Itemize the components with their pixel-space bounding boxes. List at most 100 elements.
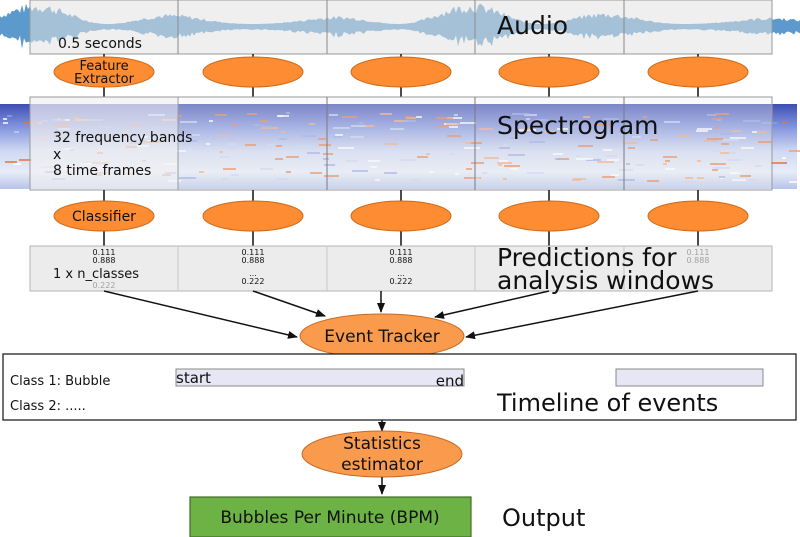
spectrogram-cell: [712, 150, 721, 152]
spectrogram-cell: [752, 131, 757, 133]
spectrogram-cell: [471, 142, 482, 144]
spectrogram-cell: [450, 153, 455, 155]
spectrogram-cell: [286, 171, 291, 173]
spectrogram-cell: [707, 138, 723, 140]
classifier-row: Classifier: [53, 190, 749, 246]
spectrogram-cell: [715, 130, 732, 132]
spectrogram-cell: [245, 144, 256, 146]
spectrogram-cell: [715, 113, 729, 115]
classifier-node: [647, 200, 749, 232]
spectrogram-cell: [222, 178, 228, 180]
spectrogram-cell: [394, 120, 408, 122]
spectrogram-cell: [789, 150, 800, 152]
classifier-label: Classifier: [72, 209, 136, 225]
spectrogram-cell: [719, 176, 725, 178]
spectrogram-cell: [247, 113, 257, 115]
spectrogram-cell: [278, 115, 289, 117]
spectrogram-cell: [607, 159, 619, 161]
spectrogram-cell: [586, 159, 601, 161]
spectrogram-cell: [665, 168, 675, 170]
spectrogram-cell: [219, 151, 223, 153]
event-tracker-label: Event Tracker: [324, 327, 439, 347]
spectrogram-cell: [583, 132, 588, 134]
spectrogram-cell: [286, 156, 299, 158]
spectrogram-cell: [611, 174, 619, 176]
spectrogram-cell: [310, 172, 322, 174]
spectrogram-cell: [758, 141, 772, 143]
spectrogram-cell: [697, 177, 704, 179]
spectrogram-cell: [191, 140, 197, 142]
spectrogram-cell: [583, 116, 590, 118]
prediction-value: 0.111: [242, 248, 265, 257]
spectrogram-cell: [619, 169, 633, 171]
predictions-stage: 0.111 0.888 1 x n_classes 0.222 0.111 0.…: [29, 243, 773, 295]
spectrogram-cell: [697, 128, 712, 130]
spectrogram-cell: [384, 172, 397, 174]
spectrogram-cell: [576, 158, 593, 160]
timeline-stage: Class 1: Bubble Class 2: ..... start end…: [2, 353, 797, 432]
spectrogram-cell: [508, 154, 525, 156]
spectrogram-cell: [557, 158, 569, 160]
spectrogram-cell: [720, 152, 729, 154]
feature-extractor-label: Feature: [79, 59, 128, 74]
spectrogram-cell: [286, 112, 290, 114]
spectrogram-cell: [725, 152, 736, 154]
spectrogram-cell: [623, 142, 637, 144]
spectrogram-cell: [748, 179, 757, 181]
spectrogram-cell: [707, 114, 716, 116]
spectrogram-cell: [351, 125, 366, 127]
spectrogram-cell: [309, 123, 315, 125]
spectrogram-cell: [730, 172, 740, 174]
spectrogram-cell: [612, 149, 621, 151]
spectrogram-cell: [277, 115, 283, 117]
spectrogram-cell: [335, 134, 343, 136]
spectrogram-cell: [636, 164, 644, 166]
spectrogram-first-window: [29, 96, 179, 191]
spectrogram-cell: [535, 119, 548, 121]
spectrogram-cell: [697, 160, 701, 162]
spectrogram-cell: [7, 115, 12, 117]
spectrogram-cell: [223, 168, 236, 170]
spectrogram-cell: [260, 168, 273, 170]
spectrogram-cell: [380, 113, 392, 115]
spectrogram-cell: [3, 122, 8, 124]
spectrogram-cell: [178, 115, 182, 117]
spectrogram-cell: [647, 180, 659, 182]
spectrogram-cell: [544, 131, 556, 133]
statistics-label: estimator: [341, 455, 423, 475]
predictions-label: Predictions for: [497, 243, 677, 272]
feature-extractor-node: [53, 56, 155, 88]
spectrogram-cell: [403, 120, 416, 122]
spectrogram-cell: [762, 122, 777, 124]
event-start-label: start: [176, 369, 211, 387]
feature-extractor-node: [202, 56, 304, 88]
spectrogram-cell: [663, 163, 667, 165]
audio-stage: Audio 0.5 seconds: [0, 0, 800, 55]
spectrogram-cell: [199, 171, 204, 173]
statistics-label: Statistics: [343, 434, 421, 454]
prediction-value: 0.888: [242, 256, 265, 265]
spectrogram-cell: [497, 162, 512, 164]
spectrogram-dim-line: 8 time frames: [53, 163, 151, 179]
spectrogram-cell: [732, 179, 746, 181]
spectrogram-cell: [479, 128, 493, 130]
spectrogram-cell: [179, 177, 196, 179]
prediction-value: 0.111: [93, 248, 116, 257]
event-tracker-stage: Event Tracker: [299, 313, 465, 367]
prediction-value: 0.888: [93, 256, 116, 265]
spectrogram-cell: [727, 159, 742, 161]
spectrogram-cell: [260, 120, 268, 122]
spectrogram-cell: [771, 162, 787, 164]
spectrogram-cell: [417, 156, 428, 158]
classifier-node: [202, 200, 304, 232]
spectrogram-cell: [350, 136, 364, 138]
prediction-value: 0.888: [390, 256, 413, 265]
predictions-window-dividers: [177, 246, 625, 291]
spectrogram-cell: [712, 169, 718, 171]
spectrogram-cell: [279, 138, 287, 140]
spectrogram-cell: [602, 176, 615, 178]
spectrogram-cell: [628, 147, 635, 149]
output-label: Output: [502, 504, 585, 532]
spectrogram-cell: [368, 160, 380, 162]
